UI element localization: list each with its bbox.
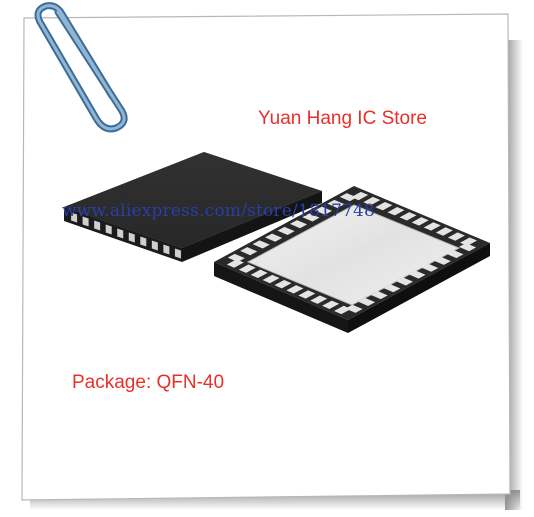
chip-pad xyxy=(375,201,393,211)
chip-bottom-view xyxy=(214,186,490,333)
chip-pad xyxy=(345,304,363,313)
chip-pad xyxy=(446,249,464,259)
chip-pad xyxy=(262,274,280,284)
chip-lead xyxy=(105,224,112,235)
chip-pad xyxy=(408,270,426,279)
chip-pad xyxy=(383,284,401,293)
chip-pad xyxy=(322,300,340,309)
chip-pad xyxy=(298,290,316,299)
chip-pad xyxy=(240,247,258,256)
chip-lead xyxy=(140,236,147,247)
chip-pad xyxy=(274,279,292,289)
chip-lead xyxy=(71,212,78,223)
chip-pad xyxy=(357,297,376,306)
chip-pad xyxy=(314,206,332,215)
paper-clip-icon xyxy=(34,2,128,133)
package-label: Package: QFN-40 xyxy=(72,372,225,393)
chip-pad xyxy=(411,217,429,226)
chip-pad xyxy=(334,305,352,315)
chip-pad xyxy=(289,220,308,229)
chip-pad xyxy=(399,212,417,221)
chip-pad xyxy=(351,191,369,201)
chip-pad xyxy=(458,243,477,252)
chip-pad xyxy=(238,264,256,273)
chip-pad xyxy=(277,226,295,235)
chip-pad xyxy=(339,193,357,202)
chip-pad xyxy=(252,240,270,249)
chip-lead xyxy=(117,228,124,239)
chip-lead xyxy=(174,248,181,259)
chip-pad xyxy=(387,207,405,216)
thermal-pad xyxy=(246,204,461,306)
chip-pad xyxy=(226,259,244,268)
chip-pad xyxy=(250,269,268,279)
chip-pad xyxy=(423,222,441,231)
chip-lead xyxy=(94,220,101,231)
store-url-watermark: www.aliexpress.com/store/1817748 xyxy=(62,201,376,221)
store-name: Yuan Hang IC Store xyxy=(258,108,427,129)
chip-pad xyxy=(370,291,388,300)
chip-pad xyxy=(327,199,345,208)
chip-pad xyxy=(227,253,245,262)
chip-lead xyxy=(82,216,89,227)
chip-lead xyxy=(163,244,170,255)
chip-pad xyxy=(286,285,304,294)
chip-pad xyxy=(447,232,465,241)
chip-top-view xyxy=(64,152,322,262)
chip-pad xyxy=(265,233,283,242)
chip-pad xyxy=(433,256,451,265)
chip-lead xyxy=(151,240,158,251)
chip-pad xyxy=(421,263,439,272)
chip-pad xyxy=(395,277,413,286)
chip-pad xyxy=(363,196,381,206)
chip-pad xyxy=(310,295,328,304)
chip-pad xyxy=(302,213,320,222)
chip-pad xyxy=(460,237,478,246)
chip-pad xyxy=(435,227,453,236)
chip-lead xyxy=(128,232,135,243)
